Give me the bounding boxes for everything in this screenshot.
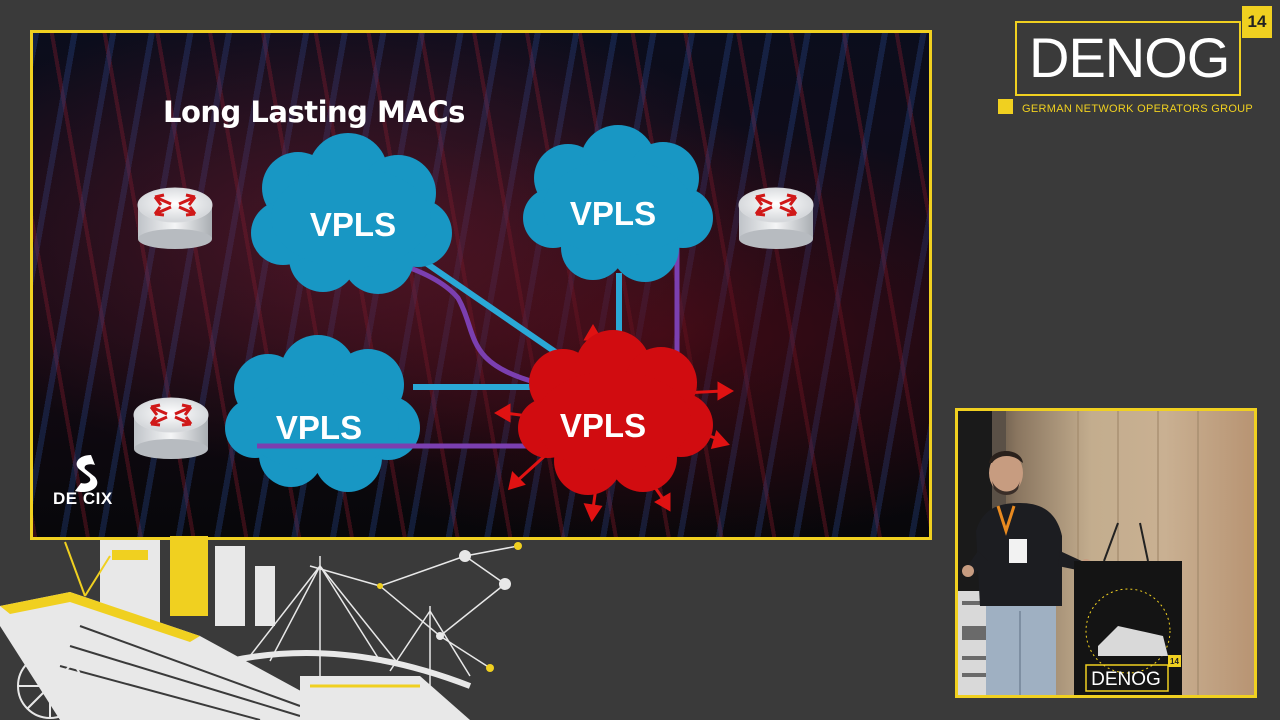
speaker-scene: DENOG 14 <box>958 411 1254 695</box>
denog-accent-square <box>998 99 1013 114</box>
denog-edition-badge: 14 <box>1242 6 1272 38</box>
denog-logo: DENOG <box>1015 21 1241 96</box>
podium-denog-wordmark: DENOG <box>1091 669 1161 690</box>
router-icon-top-right <box>739 188 813 249</box>
vpls-cloud-red-flooding: VPLS <box>497 327 731 519</box>
denog-tagline: GERMAN NETWORK OPERATORS GROUP <box>1022 103 1253 115</box>
vpls-cloud-1-label: VPLS <box>310 206 396 243</box>
vpls-cloud-1: VPLS <box>251 133 452 294</box>
hamburg-skyline-illustration <box>0 536 540 720</box>
podium: DENOG 14 <box>1074 523 1182 695</box>
vpls-cloud-2-label: VPLS <box>570 195 656 232</box>
router-icon-bottom-left <box>134 398 208 459</box>
presentation-slide: Long Lasting MACs <box>30 30 932 540</box>
denog-wordmark: DENOG <box>1029 27 1229 89</box>
speaker-video-feed: DENOG 14 <box>955 408 1257 698</box>
vpls-cloud-3: VPLS <box>225 335 420 492</box>
vpls-cloud-3-label: VPLS <box>276 409 362 446</box>
podium-denog-edition: 14 <box>1170 657 1179 666</box>
vpls-network-diagram: VPLS VPLS VPLS <box>33 33 929 537</box>
vpls-cloud-2: VPLS <box>523 125 713 282</box>
de-cix-logo-text: DE CIX <box>53 489 113 509</box>
vpls-cloud-red-label: VPLS <box>560 407 646 444</box>
router-icon-top-left <box>138 188 212 249</box>
